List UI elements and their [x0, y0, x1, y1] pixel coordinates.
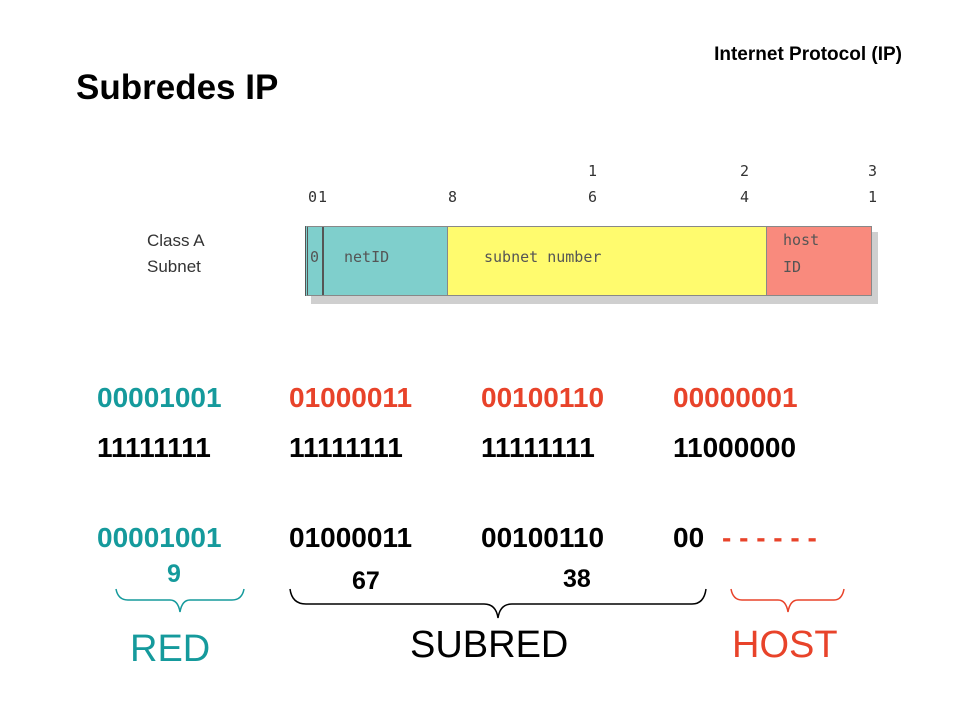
- result-octet-4-prefix: 00: [673, 522, 705, 553]
- result-host-bits: - - - - - -: [722, 522, 817, 553]
- decimal-subnet-38: 38: [563, 565, 591, 593]
- field-zero-label: 0: [310, 248, 320, 266]
- host-label: HOST: [732, 624, 838, 666]
- page-title: Subredes IP: [76, 68, 279, 107]
- decimal-net: 9: [167, 560, 181, 588]
- address-octet-1: 00001001: [97, 382, 222, 413]
- address-octet-2: 01000011: [289, 382, 413, 413]
- tick-0: 0: [308, 188, 318, 206]
- tick-24-top: 2: [740, 162, 750, 180]
- mask-octet-2: 11111111: [289, 432, 403, 463]
- header-topic-label: Internet Protocol (IP): [714, 44, 902, 65]
- decimal-subnet-67: 67: [352, 567, 380, 595]
- mask-octet-3: 11111111: [481, 432, 595, 463]
- netid-label: netID: [344, 248, 390, 266]
- tick-1: 1: [318, 188, 328, 206]
- result-octet-3: 00100110: [481, 522, 605, 553]
- subnet-number-field: subnet number: [447, 226, 768, 296]
- subred-brace: [289, 588, 707, 619]
- tick-31-bottom: 1: [868, 188, 878, 206]
- tick-31-top: 3: [868, 162, 878, 180]
- class-a-label: Class A: [147, 231, 205, 250]
- field-divider: [322, 227, 324, 295]
- host-brace: [730, 588, 845, 613]
- tick-24-bottom: 4: [740, 188, 750, 206]
- address-octet-3: 00100110: [481, 382, 605, 413]
- host-id-label-line1: host: [783, 231, 820, 249]
- subnet-number-label: subnet number: [484, 248, 602, 266]
- tick-16-bottom: 6: [588, 188, 598, 206]
- host-id-label-line2: ID: [783, 258, 802, 276]
- tick-16-top: 1: [588, 162, 598, 180]
- hostid-field: host ID: [766, 226, 872, 296]
- result-octet-1: 00001001: [97, 522, 222, 553]
- red-label: RED: [130, 628, 211, 670]
- result-octet-2: 01000011: [289, 522, 413, 553]
- red-brace: [115, 588, 245, 613]
- mask-octet-4: 11000000: [673, 432, 797, 463]
- tick-8: 8: [448, 188, 458, 206]
- subnet-label: Subnet: [147, 257, 201, 276]
- subred-label: SUBRED: [410, 624, 569, 666]
- mask-octet-1: 11111111: [97, 432, 211, 463]
- address-octet-4: 00000001: [673, 382, 798, 413]
